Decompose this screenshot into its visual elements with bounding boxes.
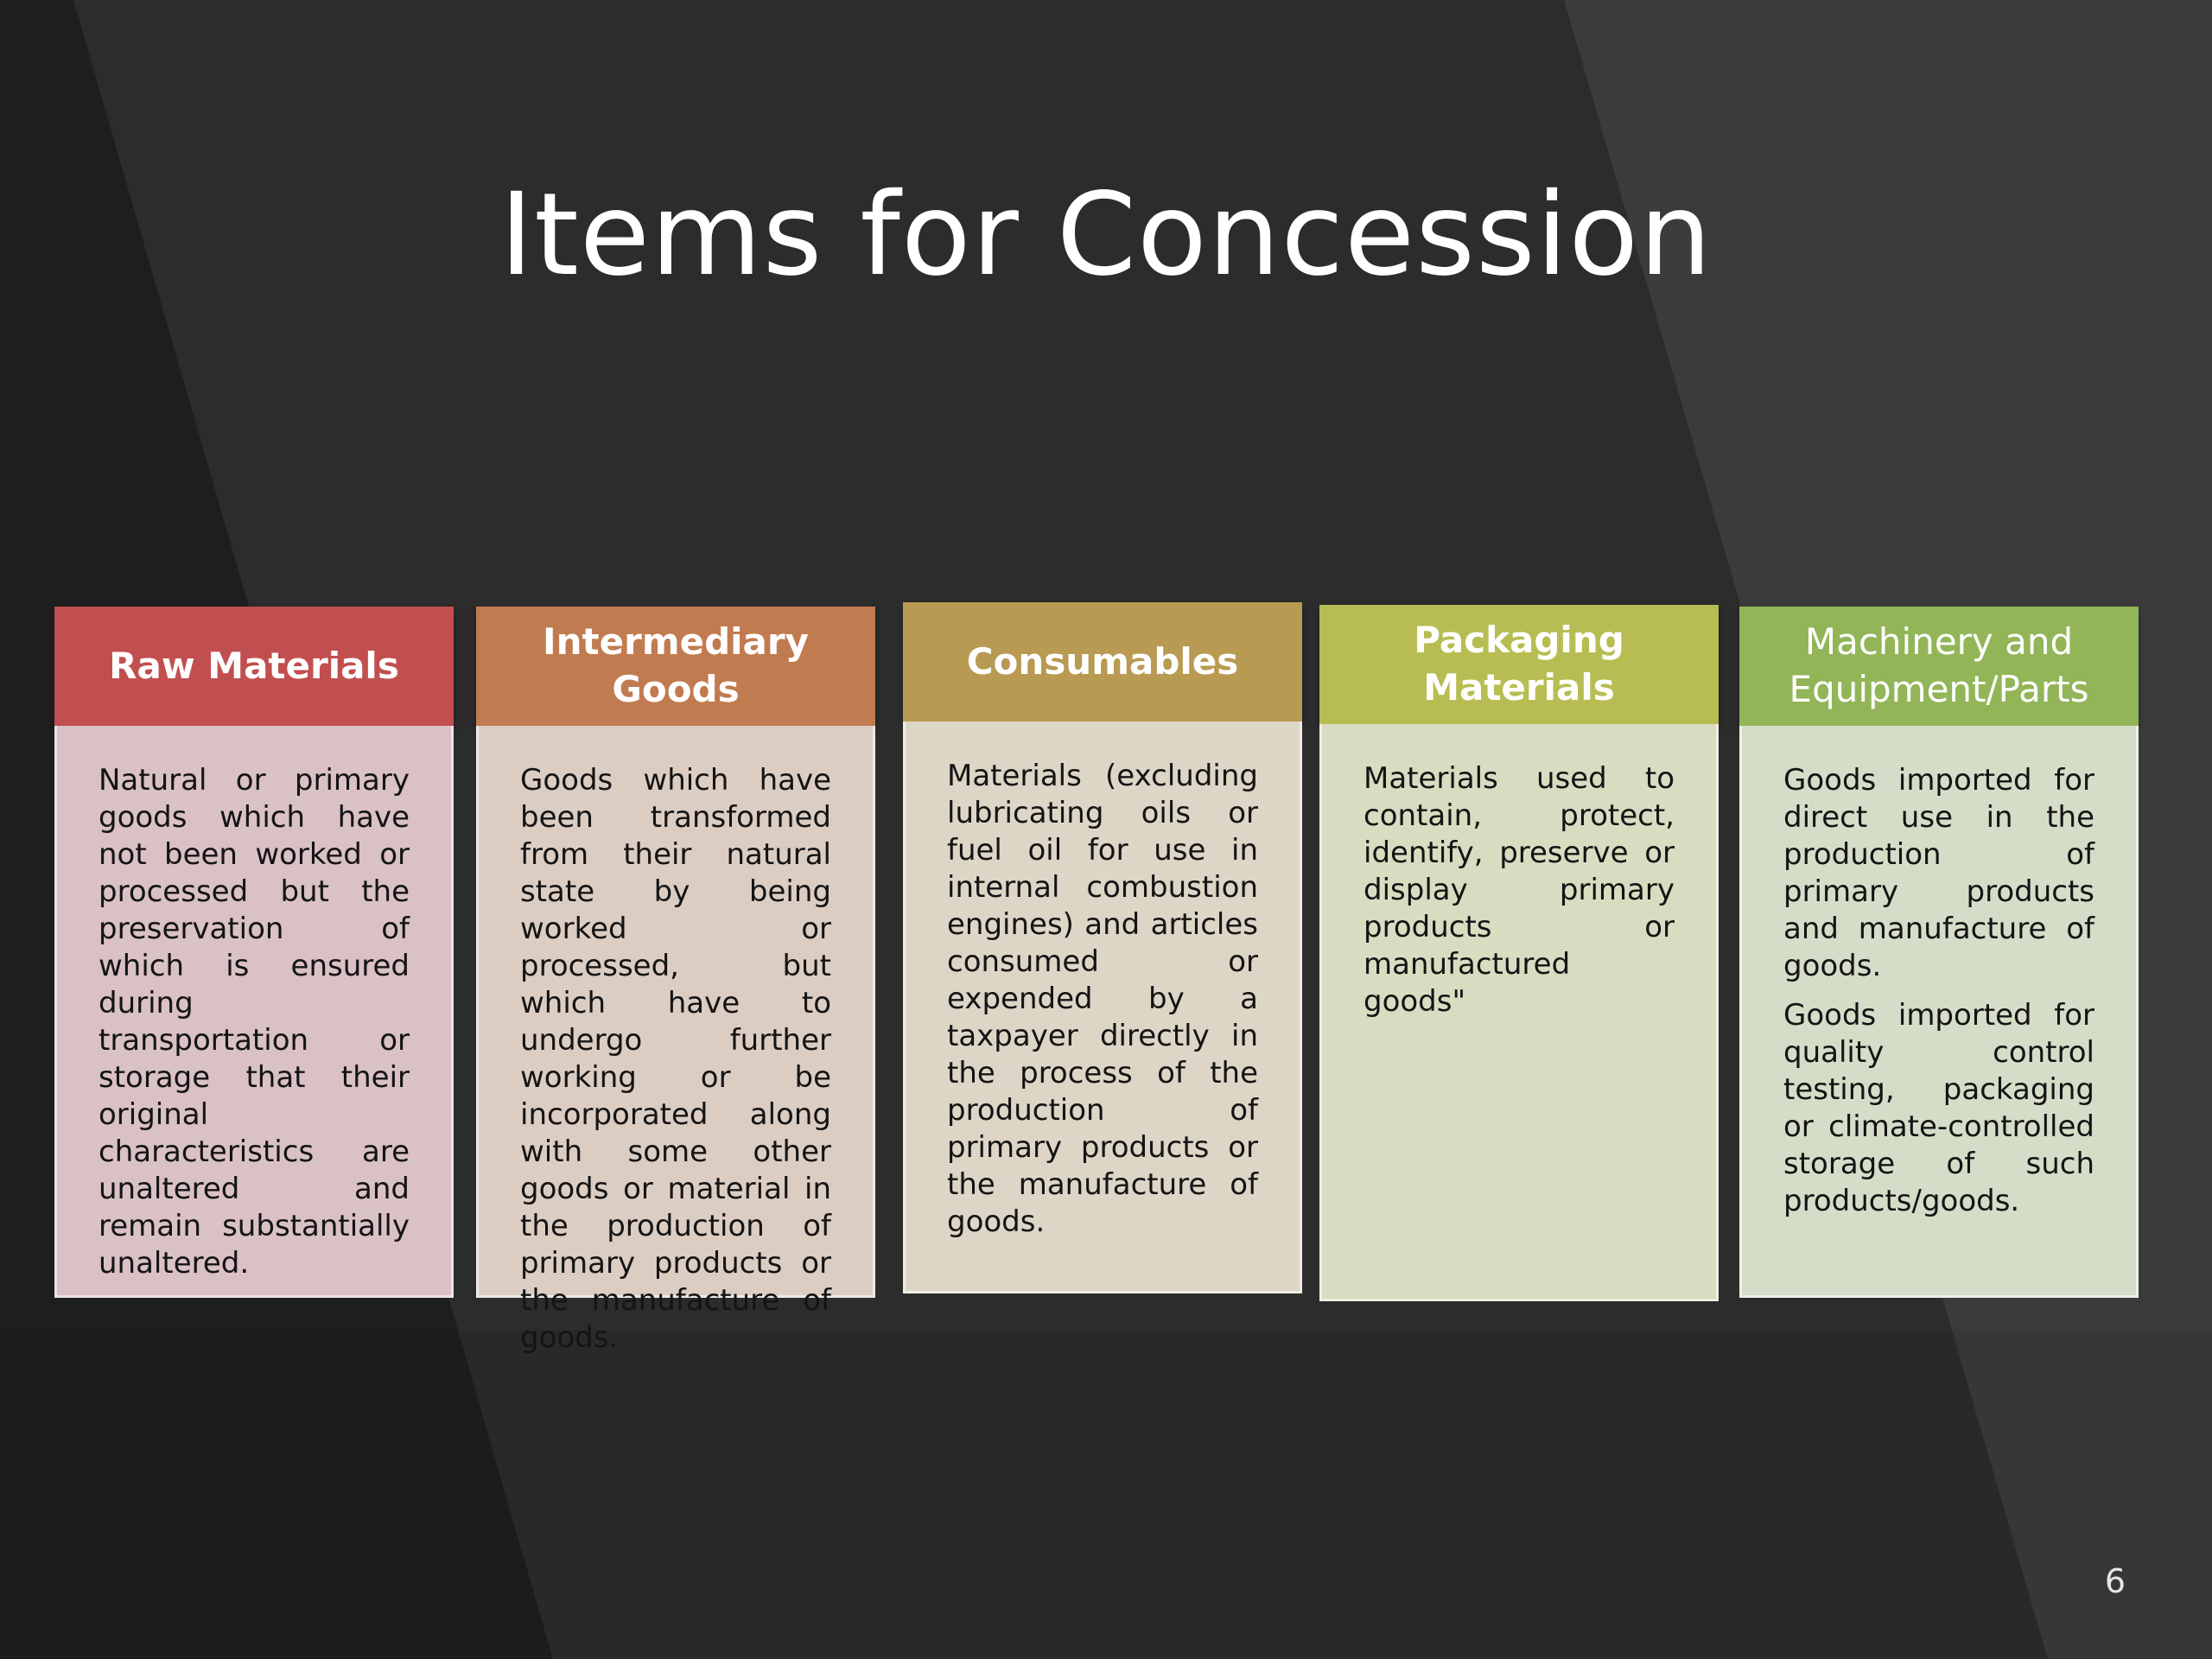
card-text: Goods which have been transformed from t… — [520, 763, 831, 1355]
card-header-raw-materials: Raw Materials — [54, 607, 454, 726]
card-body-raw-materials: Natural or primary goods which have not … — [54, 726, 454, 1298]
card-text: Materials (excluding lubricating oils or… — [947, 759, 1258, 1239]
card-text: Natural or primary goods which have not … — [99, 763, 410, 1281]
card-text: Goods imported for direct use in the pro… — [1783, 763, 2094, 983]
card-body-packaging-materials: Materials used to contain, protect, iden… — [1319, 724, 1719, 1301]
slide-title: Items for Concession — [499, 168, 1713, 302]
card-header-packaging-materials: Packaging Materials — [1319, 605, 1719, 724]
card-header-intermediary-goods: Intermediary Goods — [476, 607, 875, 726]
card-text: Materials used to contain, protect, iden… — [1363, 761, 1675, 1019]
page-number: 6 — [2104, 1562, 2126, 1600]
card-header-consumables: Consumables — [903, 602, 1302, 721]
card-body-consumables: Materials (excluding lubricating oils or… — [903, 721, 1302, 1294]
card-header-machinery-equipment: Machinery and Equipment/Parts — [1739, 607, 2139, 726]
card-body-machinery-equipment: Goods imported for direct use in the pro… — [1739, 726, 2139, 1298]
card-text: Goods imported for quality control testi… — [1783, 998, 2094, 1218]
card-body-intermediary-goods: Goods which have been transformed from t… — [476, 726, 875, 1355]
